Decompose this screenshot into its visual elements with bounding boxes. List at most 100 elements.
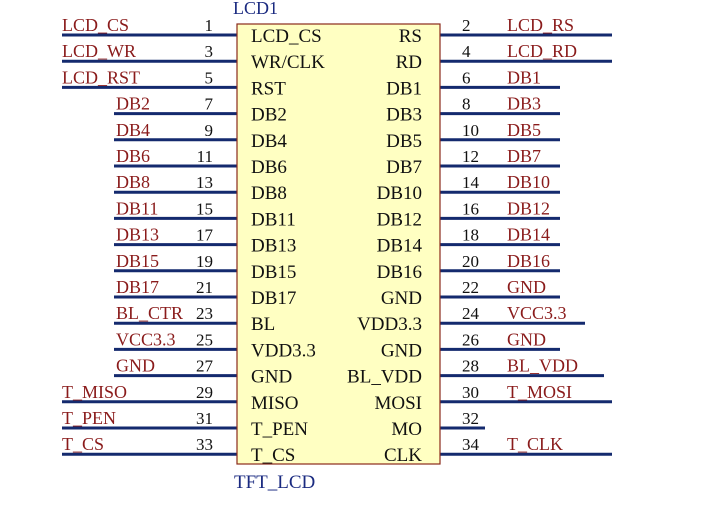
net-label-pin-27[interactable]: GND: [116, 356, 155, 376]
pin-number-11: 11: [197, 147, 213, 166]
net-label-pin-12[interactable]: DB7: [507, 146, 541, 166]
net-label-pin-16[interactable]: DB12: [507, 198, 550, 218]
net-label-pin-15[interactable]: DB11: [116, 198, 158, 218]
net-label-pin-29[interactable]: T_MISO: [62, 382, 127, 402]
pin-name-25: VDD3.3: [251, 340, 316, 361]
pin-number-5: 5: [205, 68, 214, 87]
net-label-pin-2[interactable]: LCD_RS: [507, 15, 574, 35]
net-label-pin-4[interactable]: LCD_RD: [507, 41, 577, 61]
pin-name-20: DB16: [377, 262, 422, 283]
net-label-pin-5[interactable]: LCD_RST: [62, 67, 140, 87]
pin-number-10: 10: [462, 121, 479, 140]
net-label-pin-1[interactable]: LCD_CS: [62, 15, 129, 35]
net-label-pin-25[interactable]: VCC3.3: [116, 329, 176, 349]
pin-number-2: 2: [462, 16, 471, 35]
net-label-pin-31[interactable]: T_PEN: [62, 408, 116, 428]
pin-number-33: 33: [196, 435, 213, 454]
pin-name-18: DB14: [377, 236, 423, 257]
pin-number-22: 22: [462, 278, 479, 297]
pin-number-9: 9: [205, 121, 214, 140]
net-label-pin-10[interactable]: DB5: [507, 120, 541, 140]
pin-name-24: VDD3.3: [357, 314, 422, 335]
pin-number-32: 32: [462, 409, 479, 428]
pin-name-5: RST: [251, 78, 286, 99]
pin-name-1: LCD_CS: [251, 26, 322, 47]
net-label-pin-24[interactable]: VCC3.3: [507, 303, 567, 323]
pin-name-12: DB7: [386, 157, 422, 178]
net-label-pin-8[interactable]: DB3: [507, 94, 541, 114]
pin-number-17: 17: [196, 226, 214, 245]
pin-number-7: 7: [205, 95, 214, 114]
pin-name-11: DB6: [251, 157, 287, 178]
net-label-pin-33[interactable]: T_CS: [62, 434, 104, 454]
net-label-pin-14[interactable]: DB10: [507, 172, 550, 192]
pin-number-23: 23: [196, 304, 213, 323]
pin-number-1: 1: [205, 16, 214, 35]
pin-number-8: 8: [462, 95, 471, 114]
pin-number-24: 24: [462, 304, 480, 323]
pin-number-28: 28: [462, 357, 479, 376]
net-label-pin-21[interactable]: DB17: [116, 277, 159, 297]
pin-name-14: DB10: [377, 183, 422, 204]
pin-number-29: 29: [196, 383, 213, 402]
pin-number-31: 31: [196, 409, 213, 428]
pin-number-12: 12: [462, 147, 479, 166]
net-label-pin-30[interactable]: T_MOSI: [507, 382, 572, 402]
pin-number-25: 25: [196, 330, 213, 349]
pin-number-26: 26: [462, 330, 479, 349]
net-label-pin-11[interactable]: DB6: [116, 146, 150, 166]
pin-name-21: DB17: [251, 288, 296, 309]
pin-name-6: DB1: [386, 78, 422, 99]
component-body[interactable]: [236, 23, 441, 465]
net-label-pin-17[interactable]: DB13: [116, 225, 159, 245]
net-label-pin-23[interactable]: BL_CTR: [116, 303, 183, 323]
net-label-pin-6[interactable]: DB1: [507, 67, 541, 87]
pin-name-19: DB15: [251, 262, 296, 283]
pin-name-16: DB12: [377, 209, 422, 230]
pin-name-17: DB13: [251, 236, 296, 257]
pin-name-13: DB8: [251, 183, 287, 204]
pin-name-22: GND: [381, 288, 422, 309]
net-label-pin-26[interactable]: GND: [507, 329, 546, 349]
pin-number-6: 6: [462, 68, 471, 87]
net-label-pin-3[interactable]: LCD_WR: [62, 41, 136, 61]
pin-name-30: MOSI: [374, 393, 422, 414]
pin-name-28: BL_VDD: [347, 367, 422, 388]
pin-number-27: 27: [196, 357, 214, 376]
pin-name-3: WR/CLK: [251, 52, 325, 73]
pin-name-7: DB2: [251, 105, 287, 126]
pin-name-29: MISO: [251, 393, 299, 414]
pin-name-32: MO: [391, 419, 422, 440]
pin-name-8: DB3: [386, 105, 422, 126]
pin-name-15: DB11: [251, 209, 296, 230]
pin-number-34: 34: [462, 435, 480, 454]
pin-number-19: 19: [196, 252, 213, 271]
pin-name-34: CLK: [384, 445, 422, 466]
pin-number-4: 4: [462, 42, 471, 61]
pin-name-26: GND: [381, 340, 422, 361]
net-label-pin-9[interactable]: DB4: [116, 120, 150, 140]
net-label-pin-19[interactable]: DB15: [116, 251, 159, 271]
net-label-pin-18[interactable]: DB14: [507, 225, 550, 245]
pin-name-33: T_CS: [251, 445, 295, 466]
pin-name-27: GND: [251, 367, 292, 388]
pin-name-2: RS: [399, 26, 422, 47]
net-label-pin-13[interactable]: DB8: [116, 172, 150, 192]
pin-number-30: 30: [462, 383, 479, 402]
pin-number-21: 21: [196, 278, 213, 297]
pin-number-13: 13: [196, 173, 213, 192]
pin-wires: [62, 33, 612, 456]
pin-number-20: 20: [462, 252, 479, 271]
net-label-pin-34[interactable]: T_CLK: [507, 434, 563, 454]
net-label-pin-22[interactable]: GND: [507, 277, 546, 297]
net-label-pin-28[interactable]: BL_VDD: [507, 356, 578, 376]
pin-name-31: T_PEN: [251, 419, 308, 440]
pin-number-16: 16: [462, 199, 479, 218]
component-value: TFT_LCD: [234, 472, 315, 493]
net-label-pin-7[interactable]: DB2: [116, 94, 150, 114]
net-label-pin-20[interactable]: DB16: [507, 251, 550, 271]
pin-name-9: DB4: [251, 131, 287, 152]
component-designator: LCD1: [233, 0, 278, 18]
